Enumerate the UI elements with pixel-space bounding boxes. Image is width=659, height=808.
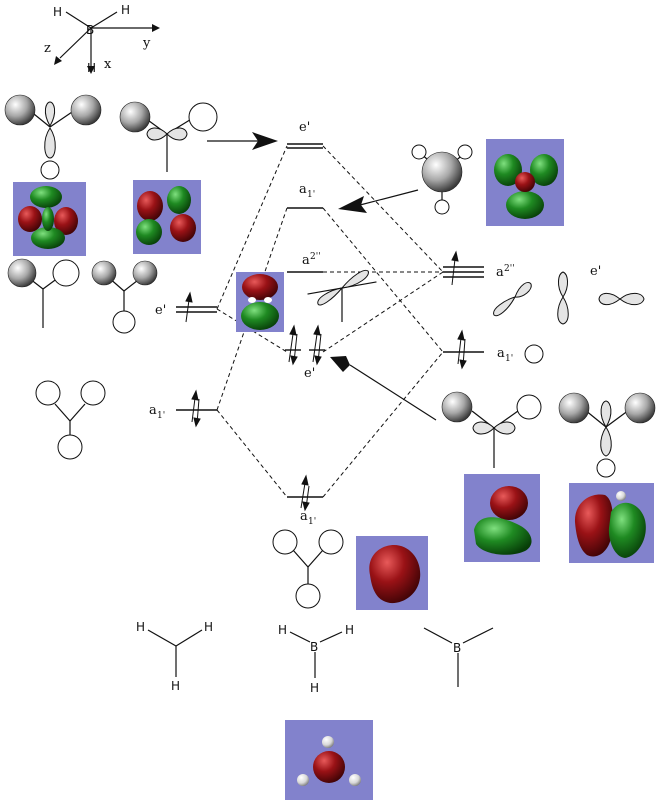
h3-e-orbital-sketch-2: [119, 101, 218, 172]
a1-right-subscript: 1': [505, 354, 513, 364]
arrow-left-icon: [338, 196, 367, 213]
z-axis-line: [59, 27, 92, 59]
a1-top-subscript: 1': [307, 190, 315, 200]
y-axis-label: y: [142, 36, 151, 51]
a2-center-label: a: [302, 253, 310, 268]
z-axis-arrow-icon: [54, 56, 62, 65]
a2-center-superscript: 2'': [310, 252, 321, 262]
e-left-label: e': [155, 303, 166, 318]
correlation-lines: [216, 145, 444, 498]
s-orbital-icon: [524, 344, 544, 364]
coordinate-axes: H H B H y x z: [44, 3, 160, 75]
orbital-render-right-top: [486, 139, 564, 226]
orbital-render-e-1: [13, 182, 86, 256]
a1-right-label: a: [497, 346, 505, 361]
e-center-label: e': [304, 366, 315, 381]
orbital-render-bh3: [285, 720, 373, 800]
h3-a1-orbital-sketch-bottom: [272, 529, 344, 609]
atom-label-h: H: [345, 623, 354, 637]
atom-label-h: H: [87, 61, 96, 75]
p-orbital-sketch-center: [307, 269, 377, 322]
atom-label-b: B: [453, 641, 461, 655]
h3-a1-orbital-sketch: [35, 380, 106, 460]
ch3-structure: H H H: [136, 620, 213, 693]
a1-top-label: a: [299, 182, 307, 197]
bond-line: [90, 11, 118, 29]
right-top-sketch: [411, 144, 473, 215]
h3-e-orbital-sketch-4: [91, 260, 158, 334]
arrow-left-icon: [330, 356, 350, 372]
a1-bottom-subscript: 1': [308, 517, 316, 527]
orbital-render-e-2: [133, 180, 201, 254]
b-p-orbital-sketch-2: [558, 392, 656, 478]
a1-bottom-label: a: [300, 509, 308, 524]
a1-left-subscript: 1': [157, 411, 165, 421]
p-orbital-sketches-right: [493, 271, 645, 325]
y-axis-arrow-icon: [152, 24, 160, 32]
arrow-right-icon: [252, 132, 278, 150]
atom-label-b: B: [310, 640, 318, 654]
atom-label-b: B: [86, 23, 94, 37]
x-axis-arrow-icon: [87, 66, 95, 74]
atom-label-h: H: [204, 620, 213, 634]
a2-right-label: a: [496, 265, 504, 280]
atom-label-h: H: [310, 681, 319, 695]
electron-spins-center: [288, 324, 322, 512]
orbital-render-center: [236, 272, 284, 332]
orbital-render-a1: [356, 536, 428, 610]
orbital-render-right-1: [464, 474, 540, 562]
e-prime-top-label: e': [299, 120, 310, 135]
e-right-label: e': [590, 264, 601, 279]
atom-label-h: H: [278, 623, 287, 637]
center-levels: e' a 1' a 2'' e' a 1': [285, 120, 325, 527]
orbital-render-right-2: [569, 483, 654, 563]
h3-e-orbital-sketch-1: [4, 94, 102, 180]
z-axis-label: z: [44, 41, 51, 56]
arrows: [207, 132, 437, 421]
atom-label-h: H: [136, 620, 145, 634]
b-p-orbital-sketch-1: [441, 391, 542, 468]
b-fragment-structure: B: [423, 627, 494, 687]
atom-label-h: H: [53, 5, 62, 19]
bond-line: [65, 11, 92, 29]
atom-label-h: H: [121, 3, 130, 17]
right-levels: a 2'' e' a 1': [443, 250, 601, 370]
bh3-structure: H H B H: [278, 623, 354, 695]
a2-right-superscript: 2'': [504, 264, 515, 274]
atom-label-h: H: [171, 679, 180, 693]
a1-left-label: a: [149, 403, 157, 418]
h3-e-orbital-sketch-3: [7, 258, 80, 328]
left-levels: e' a 1': [149, 291, 217, 428]
x-axis-label: x: [104, 57, 112, 72]
